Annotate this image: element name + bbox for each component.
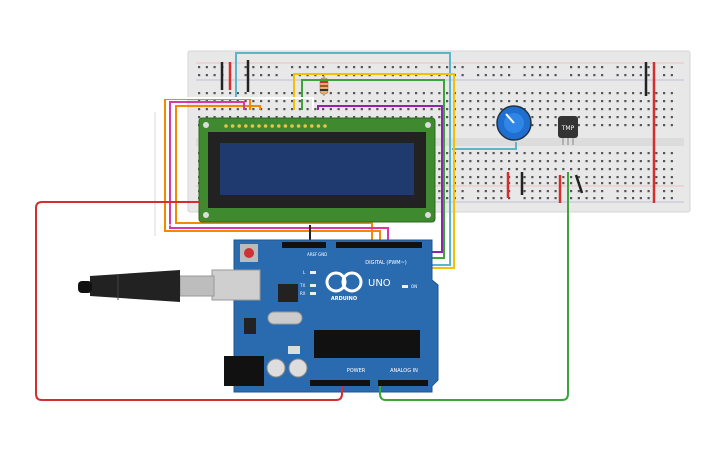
board-brand: ARDUINO bbox=[331, 296, 357, 302]
digital-header-right[interactable] bbox=[336, 242, 422, 248]
sensor-label: TMP bbox=[561, 125, 575, 132]
aref-label: AREF bbox=[307, 252, 318, 257]
power-label: POWER bbox=[347, 368, 366, 374]
lcd-module[interactable] bbox=[198, 117, 436, 223]
arduino-logo-icon bbox=[325, 271, 363, 293]
wires-breadboard[interactable] bbox=[220, 60, 656, 203]
resistor[interactable] bbox=[319, 76, 329, 96]
digital-header-left[interactable] bbox=[282, 242, 326, 248]
arduino-uno-board[interactable]: AREF GND DIGITAL (PWM~) UNO ARDUINO L TX… bbox=[78, 239, 439, 393]
lcd-screen bbox=[220, 143, 414, 195]
led-tx-label: TX bbox=[299, 283, 305, 288]
wires-power[interactable] bbox=[35, 172, 569, 401]
microcontroller-chip bbox=[314, 330, 420, 358]
analog-header[interactable] bbox=[378, 380, 428, 386]
analog-label: ANALOG IN bbox=[390, 368, 418, 374]
temperature-sensor[interactable]: TMP bbox=[558, 116, 578, 145]
gnd-label: GND bbox=[318, 252, 327, 257]
power-header[interactable] bbox=[310, 380, 370, 386]
lcd-pin-header bbox=[224, 124, 327, 128]
power-jack[interactable] bbox=[224, 356, 264, 386]
usb-cable-icon bbox=[78, 269, 261, 302]
reset-button-icon[interactable] bbox=[240, 244, 258, 262]
led-rx-label: RX bbox=[300, 291, 306, 296]
digital-label: DIGITAL (PWM~) bbox=[365, 260, 407, 266]
on-label: ON bbox=[411, 284, 417, 289]
led-l-label: L bbox=[303, 270, 306, 275]
board-model: UNO bbox=[368, 278, 391, 289]
potentiometer[interactable] bbox=[496, 105, 532, 141]
